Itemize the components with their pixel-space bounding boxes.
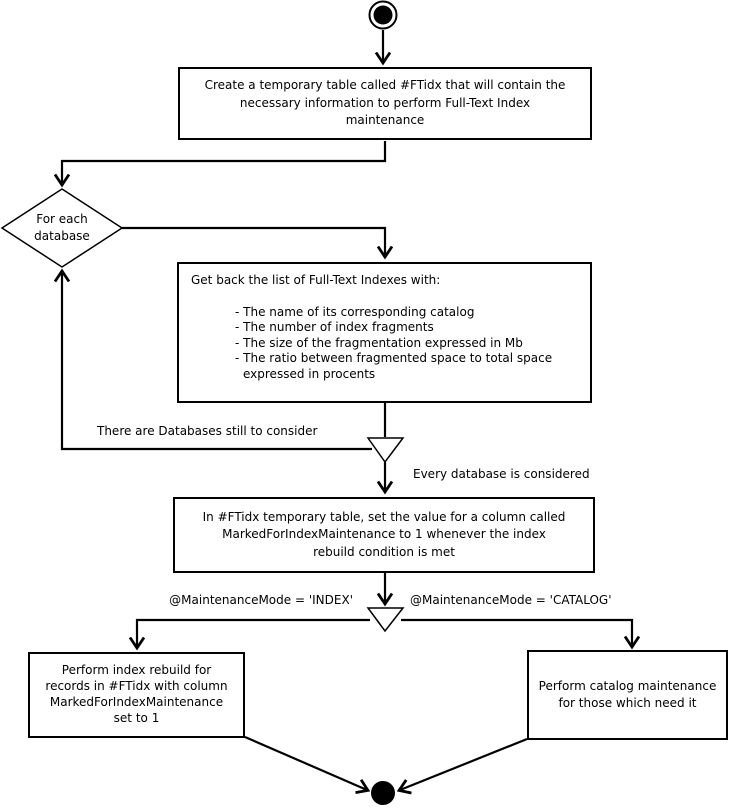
bullet-item: - The ratio between fragmented space to … [235,351,553,366]
edge-index-rebuild-to-end [244,735,371,795]
node-for-each-database-label: For each database [34,212,90,243]
node-perform-index-rebuild-text: Perform index rebuild for records in #FT… [45,663,228,725]
node-create-temp-table-text: Create a temporary table called #FTidx t… [204,78,566,128]
merge-triangle [366,437,405,464]
start-node [368,0,398,30]
edge-catalog-maint-to-end [396,737,528,795]
node-set-maintenance-flag: In #FTidx temporary table, set the value… [173,497,595,573]
start-node-dot [373,5,393,25]
node-perform-catalog-maintenance: Perform catalog maintenance for those wh… [527,650,728,740]
for-each-database-diamond [0,188,124,268]
branch-triangle [366,607,405,633]
bullet-item: - The size of the fragmentation expresse… [235,335,523,350]
edge-for-each-to-get-list [122,226,394,260]
node-get-ft-index-list: Get back the list of Full-Text Indexes w… [177,262,592,403]
bullet-item: - The name of its corresponding catalog [235,304,475,319]
edge-create-table-to-for-each [53,141,387,188]
node-get-ft-index-list-heading: Get back the list of Full-Text Indexes w… [191,273,441,287]
node-get-ft-index-list-bullets: - The name of its corresponding catalog … [191,305,578,383]
edge-loop-back-to-for-each [53,268,372,451]
edge-branch-to-index-rebuild [128,618,370,651]
bullet-item-continuation: expressed in procents [243,366,376,381]
node-perform-index-rebuild: Perform index rebuild for records in #FT… [28,652,245,738]
edge-branch-to-catalog-maint [401,618,641,650]
edge-label-loop-exit: Every database is considered [413,467,590,481]
edge-label-maintenance-mode-index: @MaintenanceMode = 'INDEX' [169,593,353,607]
node-perform-catalog-maintenance-text: Perform catalog maintenance for those wh… [538,678,717,710]
bullet-item: - The number of index fragments [235,320,434,335]
node-create-temp-table: Create a temporary table called #FTidx t… [178,67,592,140]
end-node [371,781,395,805]
node-set-maintenance-flag-text: In #FTidx temporary table, set the value… [202,509,566,559]
edge-label-maintenance-mode-catalog: @MaintenanceMode = 'CATALOG' [410,593,612,607]
edge-label-loop-back: There are Databases still to consider [97,424,318,438]
